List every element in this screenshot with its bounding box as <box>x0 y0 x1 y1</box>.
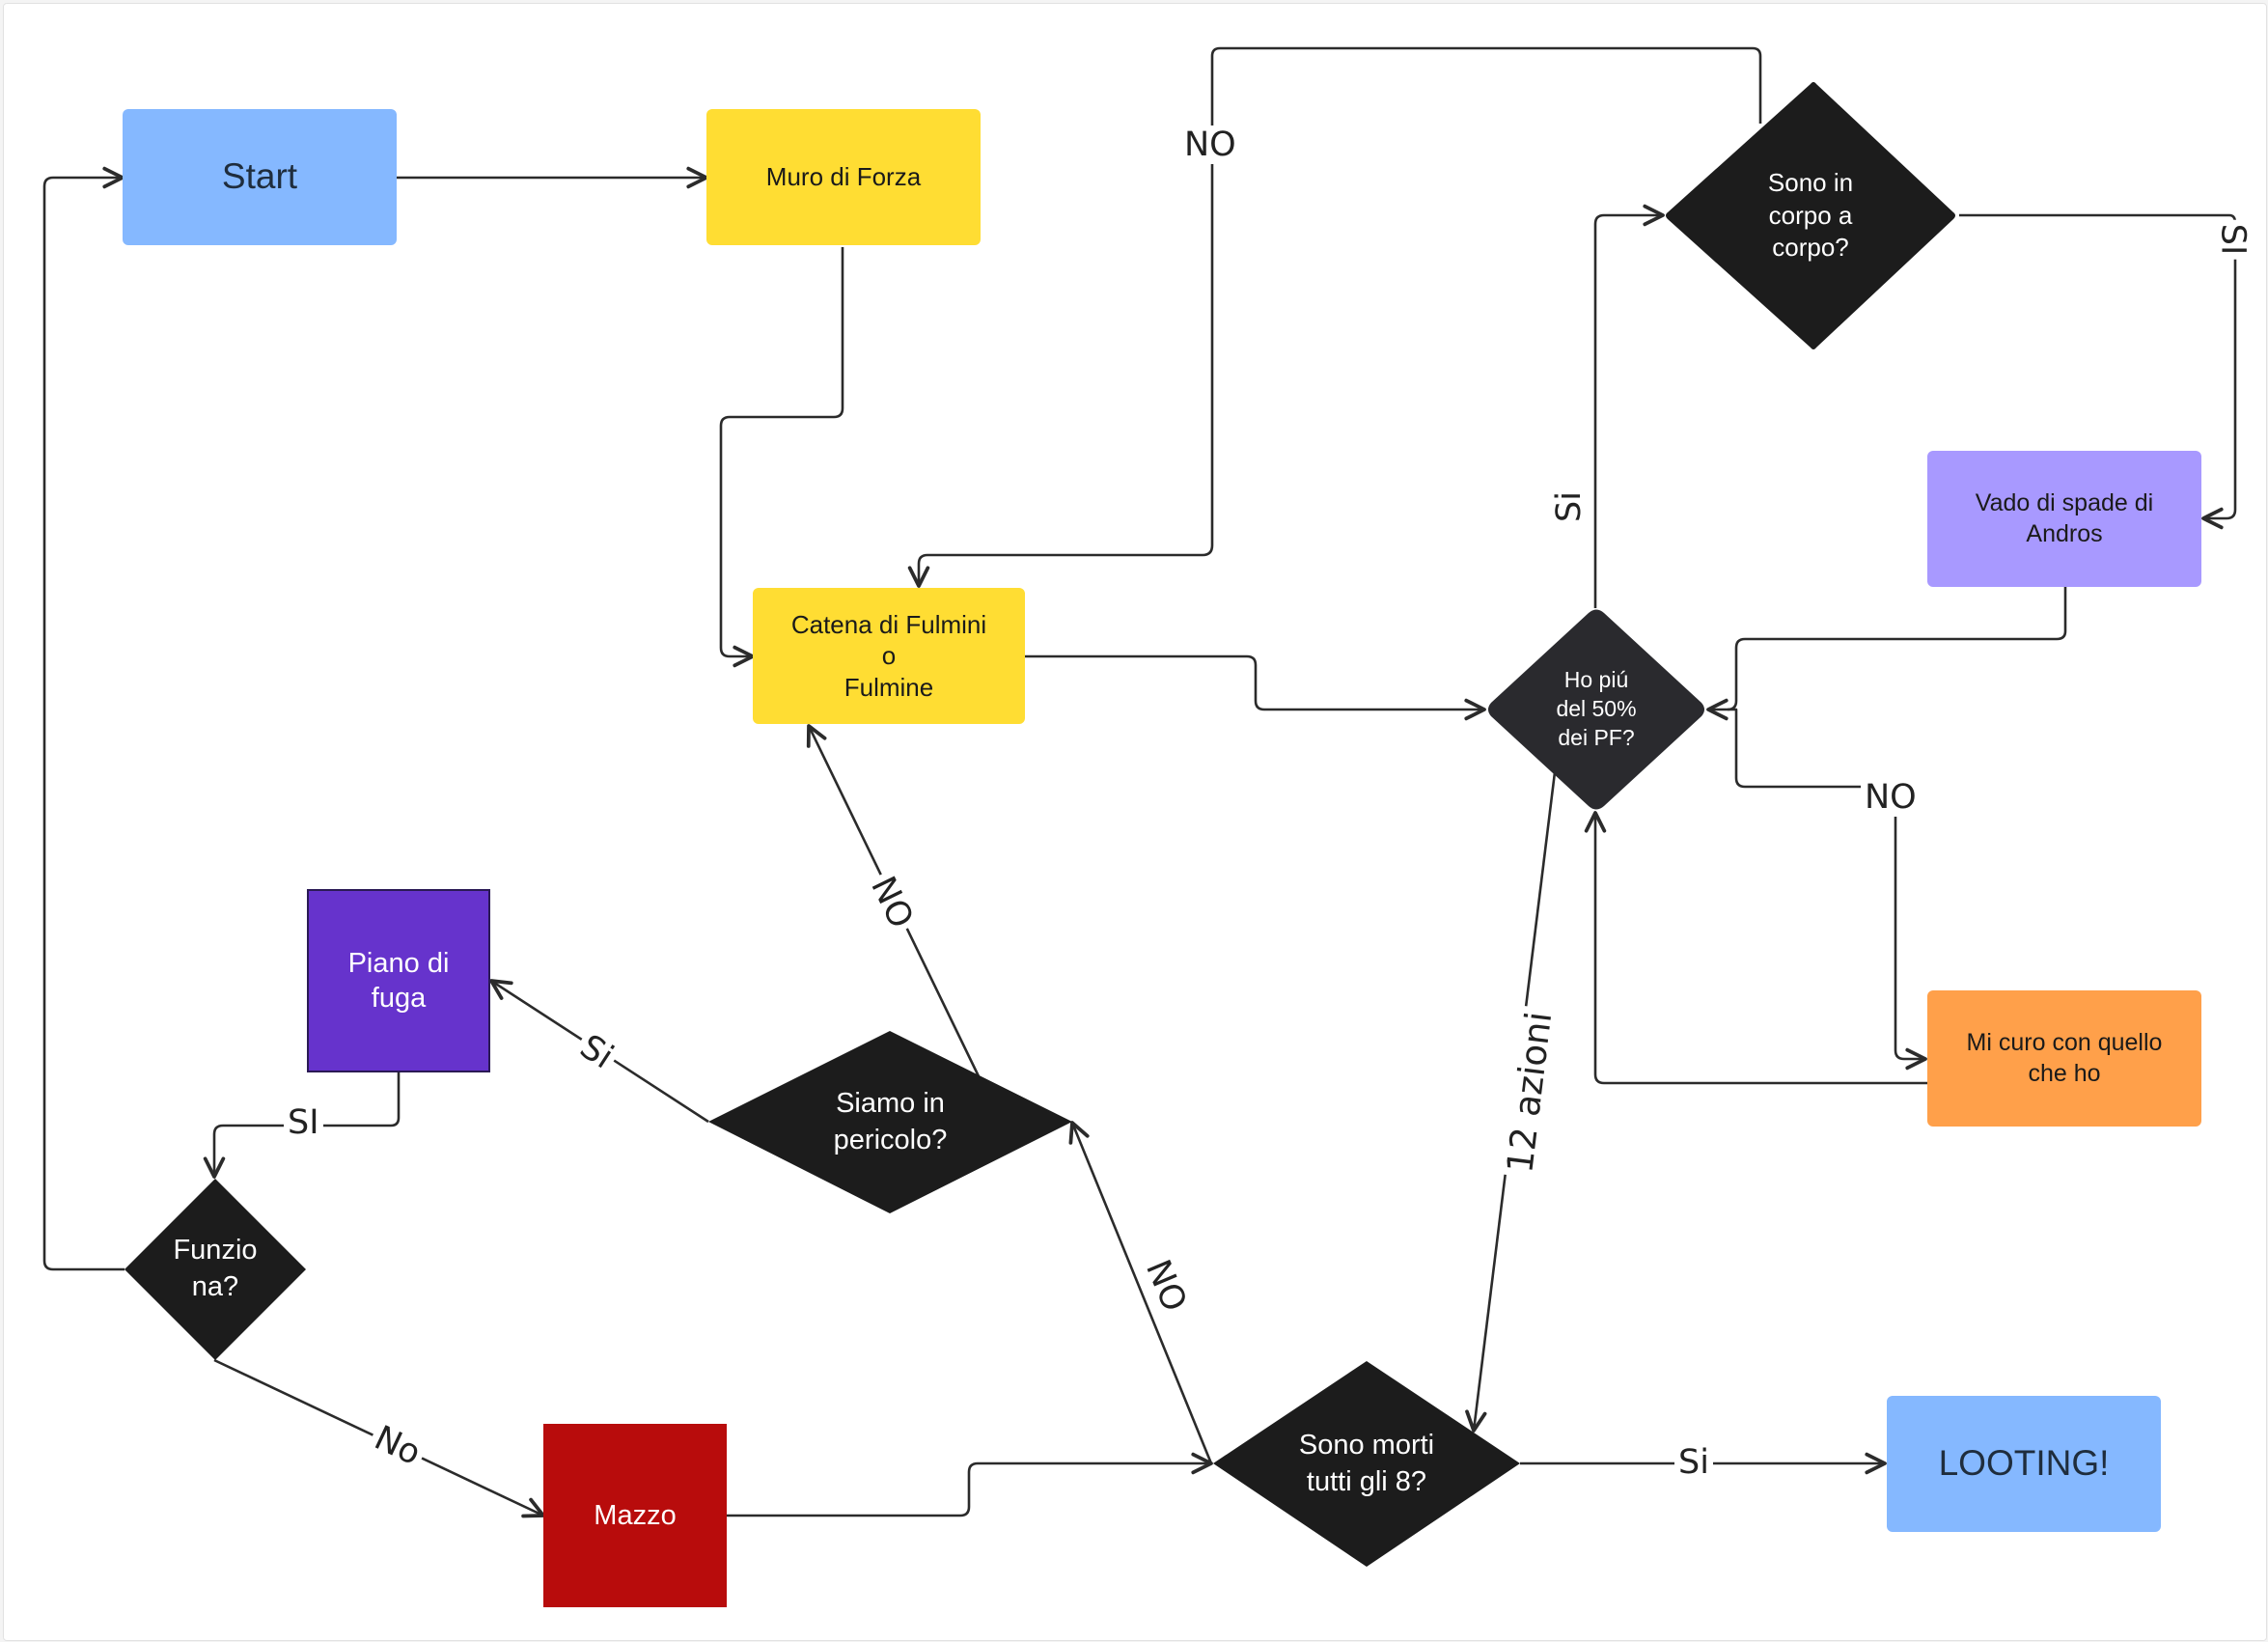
decision-label: Siamo in pericolo? <box>833 1087 948 1155</box>
sono-in-corpo-a-corpo-decision[interactable]: Sono in corpo a corpo? <box>1663 80 1958 351</box>
start-node[interactable]: Start <box>123 109 397 245</box>
mazzo-node[interactable]: Mazzo <box>543 1424 727 1607</box>
edge-muro-catena <box>719 247 844 668</box>
edge-label-si-right: SI <box>2213 219 2253 260</box>
edge-label-si-looting: Si <box>1674 1443 1713 1482</box>
diamond-shape <box>1488 609 1704 810</box>
ho-piu-del-50-decision[interactable]: Ho piú del 50% dei PF? <box>1486 608 1706 811</box>
looting-node[interactable]: LOOTING! <box>1887 1396 2161 1532</box>
decision-label: Ho piú del 50% dei PF? <box>1556 667 1637 750</box>
piano-di-fuga-node[interactable]: Piano di fuga <box>307 889 490 1072</box>
diamond-shape <box>708 1031 1072 1213</box>
edge-corpo-catena <box>907 46 1762 588</box>
vado-di-spade-node[interactable]: Vado di spade di Andros <box>1927 451 2201 587</box>
edge-hopiu-corpo <box>1593 204 1665 608</box>
muro-di-forza-node[interactable]: Muro di Forza <box>706 109 981 245</box>
edge-hopiu-micuro <box>1728 708 1927 1071</box>
edge-funziona-start <box>42 166 124 1271</box>
edge-label-no-top: NO <box>1180 125 1240 164</box>
edge-vado-hopiu <box>1706 587 2067 721</box>
sono-morti-decision[interactable]: Sono morti tutti gli 8? <box>1213 1361 1520 1567</box>
mi-curo-node[interactable]: Mi curo con quello che ho <box>1927 990 2201 1127</box>
edge-catena-hopiu <box>1025 654 1486 721</box>
edge-morti-siamo <box>1068 1121 1213 1464</box>
diamond-shape <box>1666 82 1955 349</box>
decision-label: Sono morti tutti gli 8? <box>1298 1429 1435 1497</box>
diamond-shape <box>1213 1361 1520 1567</box>
funziona-decision[interactable]: Funzio na? <box>124 1179 306 1360</box>
decision-label: Sono in corpo a corpo? <box>1767 167 1854 263</box>
edge-corpo-vado <box>1959 213 2237 530</box>
diamond-shape <box>124 1179 306 1360</box>
edge-label-no-right: NO <box>1861 778 1921 817</box>
edge-label-si-vertical: Si <box>1549 487 1589 526</box>
edge-label-si-funziona: SI <box>284 1103 323 1142</box>
edge-mazzo-morti <box>727 1452 1213 1517</box>
catena-di-fulmini-node[interactable]: Catena di Fulmini o Fulmine <box>753 588 1025 724</box>
decision-label: Funzio na? <box>173 1235 258 1302</box>
siamo-in-pericolo-decision[interactable]: Siamo in pericolo? <box>708 1031 1072 1213</box>
